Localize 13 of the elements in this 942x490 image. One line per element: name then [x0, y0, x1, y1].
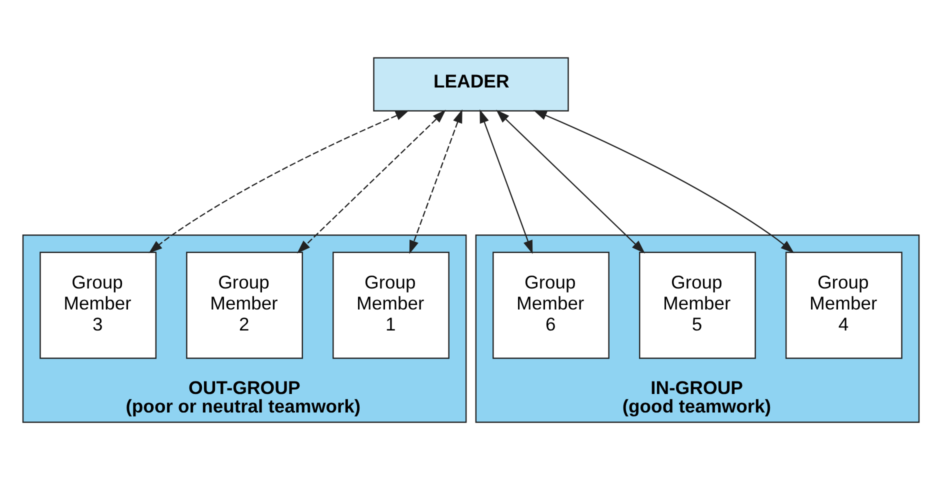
arrow	[148, 110, 410, 254]
node-box: Group Member 3	[40, 252, 157, 359]
node-box: LEADER	[373, 57, 569, 112]
node-box: Group Member 5	[639, 252, 756, 359]
arrow	[496, 110, 646, 254]
arrow	[480, 109, 533, 254]
node-box: Group Member 1	[332, 252, 450, 359]
node-box: Group Member 2	[186, 252, 303, 359]
node-box: Group Member 6	[492, 252, 610, 359]
arrow	[533, 110, 794, 254]
node-box: Group Member 4	[785, 252, 902, 359]
arrow	[296, 110, 446, 254]
arrow	[409, 109, 462, 254]
